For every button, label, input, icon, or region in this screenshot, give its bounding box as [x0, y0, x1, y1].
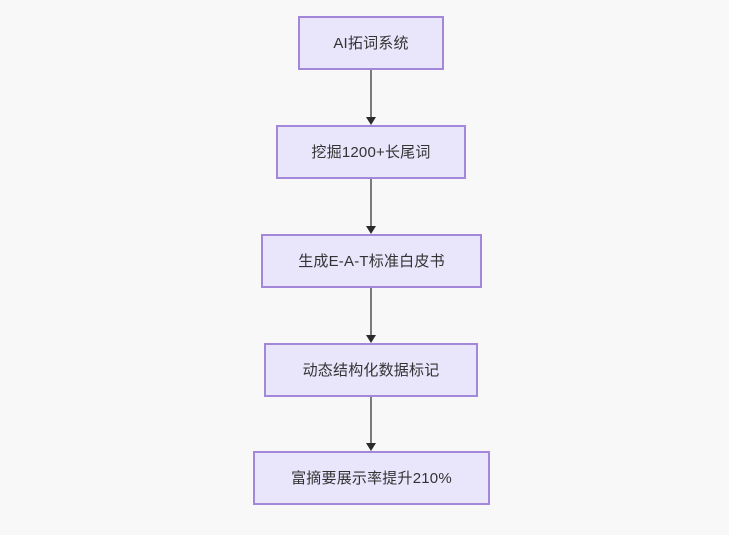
- flowchart-node-mine-longtail-keywords[interactable]: 挖掘1200+长尾词: [276, 125, 466, 179]
- flowchart-arrow-connector: [365, 288, 377, 343]
- flowchart-node-label: 动态结构化数据标记: [302, 361, 440, 379]
- arrowhead-icon: [366, 226, 376, 234]
- arrowhead-icon: [366, 117, 376, 125]
- flowchart-node-label: 生成E-A-T标准白皮书: [298, 252, 445, 270]
- connector-line: [370, 70, 372, 118]
- flowchart-arrow-connector: [365, 70, 377, 125]
- connector-line: [370, 288, 372, 336]
- flowchart-node-generate-eat-whitepaper[interactable]: 生成E-A-T标准白皮书: [261, 234, 482, 288]
- flowchart-arrow-connector: [365, 179, 377, 234]
- connector-line: [370, 179, 372, 227]
- flowchart-node-label: AI拓词系统: [333, 34, 409, 52]
- arrowhead-icon: [366, 443, 376, 451]
- connector-line: [370, 397, 372, 444]
- flowchart-node-label: 挖掘1200+长尾词: [311, 143, 431, 161]
- flowchart-node-label: 富摘要展示率提升210%: [291, 469, 452, 487]
- flowchart-arrow-connector: [365, 397, 377, 451]
- flowchart-node-dynamic-structured-data-markup[interactable]: 动态结构化数据标记: [264, 343, 478, 397]
- arrowhead-icon: [366, 335, 376, 343]
- flowchart-node-ai-keyword-system[interactable]: AI拓词系统: [298, 16, 444, 70]
- flowchart-node-rich-snippet-rate-increase[interactable]: 富摘要展示率提升210%: [253, 451, 490, 505]
